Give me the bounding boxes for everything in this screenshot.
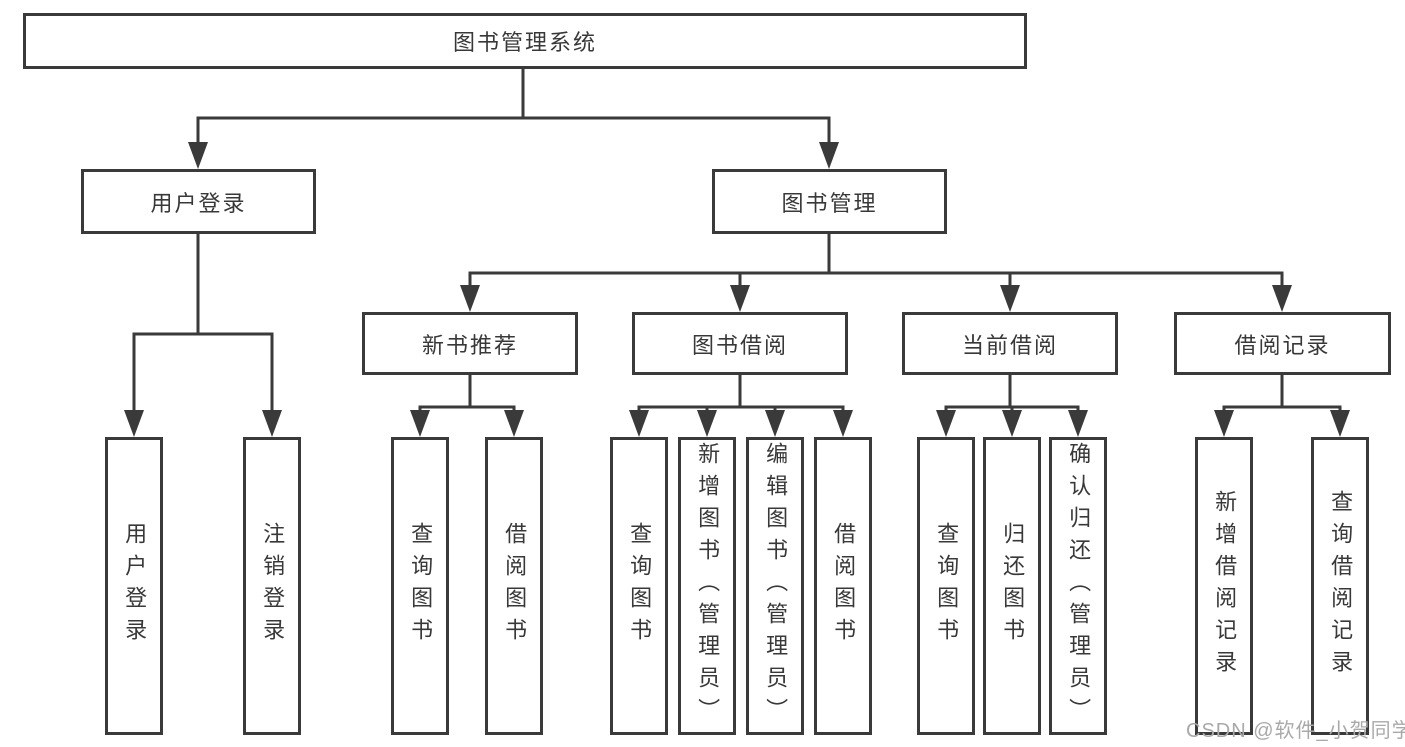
leaf-label: 查询图书 — [627, 522, 653, 650]
leaf-label: 注销登录 — [260, 522, 286, 650]
arrow-icon — [262, 410, 282, 437]
leaf-label: 查询图书 — [408, 522, 434, 650]
leaf-rec-query-books: 查询图书 — [391, 437, 449, 735]
node-book-borrowing: 图书借阅 — [632, 312, 848, 375]
connector-mgmt-to-level3 — [468, 234, 1284, 295]
arrow-icon — [1330, 410, 1350, 437]
node-label: 借阅记录 — [1234, 332, 1331, 358]
arrow-icon — [1068, 410, 1088, 437]
arrow-icon — [765, 410, 785, 437]
connector-rec-to-leaves — [418, 375, 516, 420]
connector-records-to-leaves — [1222, 375, 1342, 420]
leaf-borrow-borrow-books: 借阅图书 — [814, 437, 872, 735]
node-root-system: 图书管理系统 — [23, 13, 1027, 69]
arrow-icon — [1000, 285, 1020, 312]
arrow-icon — [504, 410, 524, 437]
node-book-management: 图书管理 — [712, 169, 947, 234]
leaf-label: 归还图书 — [1000, 522, 1026, 650]
arrow-icon — [629, 410, 649, 437]
arrow-icon — [730, 285, 750, 312]
node-user-login: 用户登录 — [81, 169, 316, 234]
arrow-icon — [936, 410, 956, 437]
node-borrowing-records: 借阅记录 — [1174, 312, 1391, 375]
node-label: 用户登录 — [150, 190, 247, 216]
leaf-label: 查询借阅记录 — [1328, 490, 1354, 682]
arrow-icon — [697, 410, 717, 437]
connector-borrow-to-leaves — [637, 375, 845, 420]
leaf-label: 确认归还（管理员） — [1066, 442, 1092, 730]
arrow-icon — [410, 410, 430, 437]
node-label: 新书推荐 — [421, 332, 518, 358]
arrow-icon — [819, 142, 839, 169]
leaf-confirm-return-admin: 确认归还（管理员） — [1049, 437, 1107, 735]
leaf-label: 查询图书 — [934, 522, 960, 650]
connector-current-to-leaves — [944, 375, 1080, 420]
leaf-borrow-query-books: 查询图书 — [610, 437, 668, 735]
leaf-rec-borrow-books: 借阅图书 — [485, 437, 543, 735]
leaf-label: 新增图书（管理员） — [695, 442, 721, 730]
leaf-label: 借阅图书 — [502, 522, 528, 650]
node-label: 图书借阅 — [691, 332, 788, 358]
connector-root-to-level2 — [196, 69, 831, 150]
leaf-query-borrow-record: 查询借阅记录 — [1311, 437, 1369, 735]
arrow-icon — [1002, 410, 1022, 437]
leaf-label: 借阅图书 — [831, 522, 857, 650]
leaf-user-login: 用户登录 — [105, 437, 163, 735]
leaf-label: 用户登录 — [122, 522, 148, 650]
connector-login-to-leaves — [132, 234, 274, 420]
leaf-add-borrow-record: 新增借阅记录 — [1195, 437, 1253, 735]
leaf-logout: 注销登录 — [243, 437, 301, 735]
arrow-icon — [124, 410, 144, 437]
leaf-add-books-admin: 新增图书（管理员） — [678, 437, 736, 735]
arrow-icon — [1272, 285, 1292, 312]
arrow-icon — [188, 142, 208, 169]
watermark-text: CSDN @软件_小贺同学 — [1186, 720, 1405, 742]
node-current-borrowing: 当前借阅 — [902, 312, 1118, 375]
arrow-icon — [833, 410, 853, 437]
node-label: 图书管理 — [781, 190, 878, 216]
leaf-return-books: 归还图书 — [983, 437, 1041, 735]
node-new-book-recommendation: 新书推荐 — [362, 312, 578, 375]
leaf-label: 新增借阅记录 — [1212, 490, 1238, 682]
leaf-current-query-books: 查询图书 — [917, 437, 975, 735]
leaf-edit-books-admin: 编辑图书（管理员） — [746, 437, 804, 735]
arrow-icon — [460, 285, 480, 312]
node-label: 图书管理系统 — [452, 30, 597, 55]
leaf-label: 编辑图书（管理员） — [763, 442, 789, 730]
node-label: 当前借阅 — [961, 332, 1058, 358]
arrow-icon — [1214, 410, 1234, 437]
